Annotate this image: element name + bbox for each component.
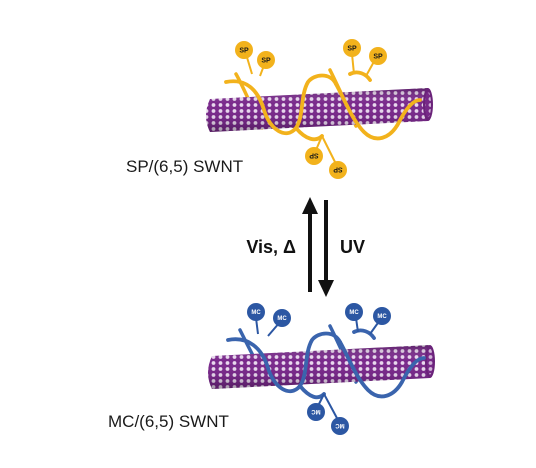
mc-group-1: MC MC xyxy=(247,303,291,337)
mc-badge-label: MC xyxy=(335,422,345,428)
mc-badge-label: MC xyxy=(377,314,387,320)
sp-badge-label: SP xyxy=(333,166,343,173)
mc-group-2: MC MC xyxy=(345,303,391,335)
sp-swnt-complex: SP SP SP SP SP SP SP/(6,5) SWNT xyxy=(126,39,433,179)
mc-swnt-label: MC/(6,5) SWNT xyxy=(108,412,229,431)
mc-pendant-groups: MC MC MC MC MC MC xyxy=(247,303,391,435)
sp-group-3: SP SP xyxy=(305,135,347,179)
uv-label: UV xyxy=(340,237,365,257)
mc-badge-label: MC xyxy=(311,408,321,414)
sp-group-2: SP SP xyxy=(343,39,387,77)
mc-swnt-complex: MC MC MC MC MC MC MC/(6,5) SWNT xyxy=(108,303,435,435)
sp-badge-label: SP xyxy=(239,48,249,55)
sp-nanotube xyxy=(206,88,433,132)
sp-polymer-wrap-front xyxy=(224,70,422,142)
mc-badge-label: MC xyxy=(277,316,287,322)
mc-group-3: MC MC xyxy=(307,393,349,435)
vis-heat-label: Vis, Δ xyxy=(246,237,296,257)
equilibrium-arrows: Vis, Δ UV xyxy=(246,197,365,297)
up-arrow xyxy=(302,197,318,292)
mc-badge-label: MC xyxy=(349,310,359,316)
sp-badge-label: SP xyxy=(347,46,357,53)
sp-badge-label: SP xyxy=(309,152,319,159)
mc-badge-label: MC xyxy=(251,310,261,316)
sp-group-1: SP SP xyxy=(235,41,275,77)
sp-badge-label: SP xyxy=(261,58,271,65)
sp-pendant-groups: SP SP SP SP SP SP xyxy=(235,39,387,179)
sp-badge-label: SP xyxy=(373,54,383,61)
down-arrow xyxy=(318,200,334,297)
sp-swnt-label: SP/(6,5) SWNT xyxy=(126,157,243,176)
